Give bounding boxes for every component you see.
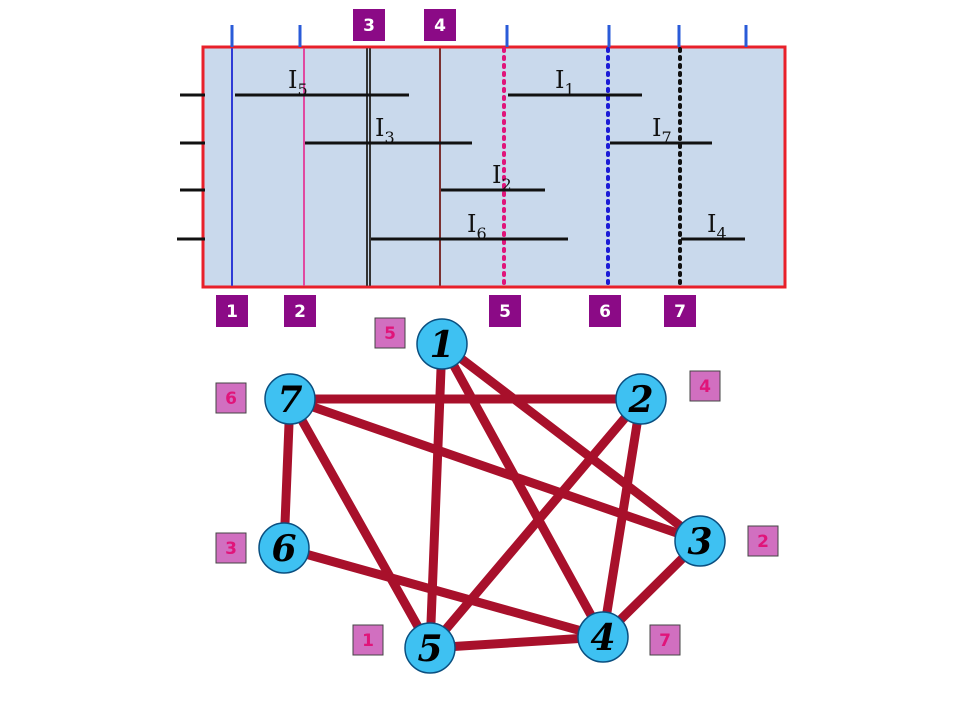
interval-i2-label: I2 (492, 161, 512, 194)
top-tag-3-text: 3 (363, 16, 375, 36)
interval-i4-label: I4 (707, 210, 727, 243)
top-tag-4-box (424, 9, 456, 41)
node-2-label: 2 (627, 379, 653, 421)
interval-i5-label: I5 (288, 66, 308, 99)
interval-i7-label: I7 (652, 114, 672, 147)
edge-2-4 (598, 394, 646, 642)
interval-i6-label: I6 (467, 210, 487, 243)
node-6-label: 6 (271, 528, 296, 570)
node-2 (615, 373, 667, 425)
node-6-color-tag-box (215, 532, 247, 564)
bottom-tag-1-box (216, 295, 248, 327)
node-3 (674, 515, 726, 567)
node-7 (264, 373, 316, 425)
node-5-color-tag-box (352, 624, 384, 656)
bottom-tag-1-text: 1 (226, 302, 238, 322)
edge-1-5 (425, 339, 447, 653)
node-7-label: 7 (277, 379, 302, 421)
node-1-color-tag-box (374, 317, 406, 349)
node-1 (416, 318, 468, 370)
node-4-color-tag: 7 (659, 631, 671, 651)
node-4-label: 4 (590, 617, 615, 659)
bottom-tag-5-box (489, 295, 521, 327)
bottom-tag-2-box (284, 295, 316, 327)
bottom-tag-6-box (589, 295, 621, 327)
edge-6-4 (279, 543, 608, 642)
node-1-color-tag: 5 (384, 324, 396, 344)
edge-7-3 (285, 394, 705, 546)
node-6-color-tag: 3 (225, 539, 237, 559)
edge-5-4 (425, 632, 608, 653)
node-5-color-tag: 1 (362, 631, 374, 651)
node-3-color-tag-box (747, 525, 779, 557)
node-5 (404, 622, 456, 674)
node-2-color-tag: 4 (699, 377, 711, 397)
bottom-tag-6-text: 6 (599, 302, 611, 322)
node-4-color-tag-box (649, 624, 681, 656)
node-4 (577, 611, 629, 663)
bottom-tag-7-box (664, 295, 696, 327)
top-tag-3-box (353, 9, 385, 41)
node-7-color-tag-box (215, 382, 247, 414)
interval-i1-label: I1 (555, 66, 575, 99)
top-tag-4-text: 4 (434, 16, 446, 36)
interval-i3-label: I3 (375, 114, 395, 147)
bottom-tag-7-text: 7 (674, 302, 686, 322)
node-6 (258, 522, 310, 574)
node-1-label: 1 (429, 324, 454, 366)
node-3-label: 3 (687, 521, 712, 563)
node-5-label: 5 (417, 628, 442, 670)
edge-2-5 (425, 394, 646, 653)
interval-panel (201, 45, 787, 289)
node-3-color-tag: 2 (757, 532, 769, 552)
edge-7-5 (285, 394, 435, 653)
node-7-color-tag: 6 (225, 389, 237, 409)
edge-1-4 (437, 339, 608, 642)
bottom-tag-2-text: 2 (294, 302, 306, 322)
edge-1-3 (437, 339, 705, 546)
node-2-color-tag-box (689, 370, 721, 402)
bottom-tag-5-text: 5 (499, 302, 511, 322)
